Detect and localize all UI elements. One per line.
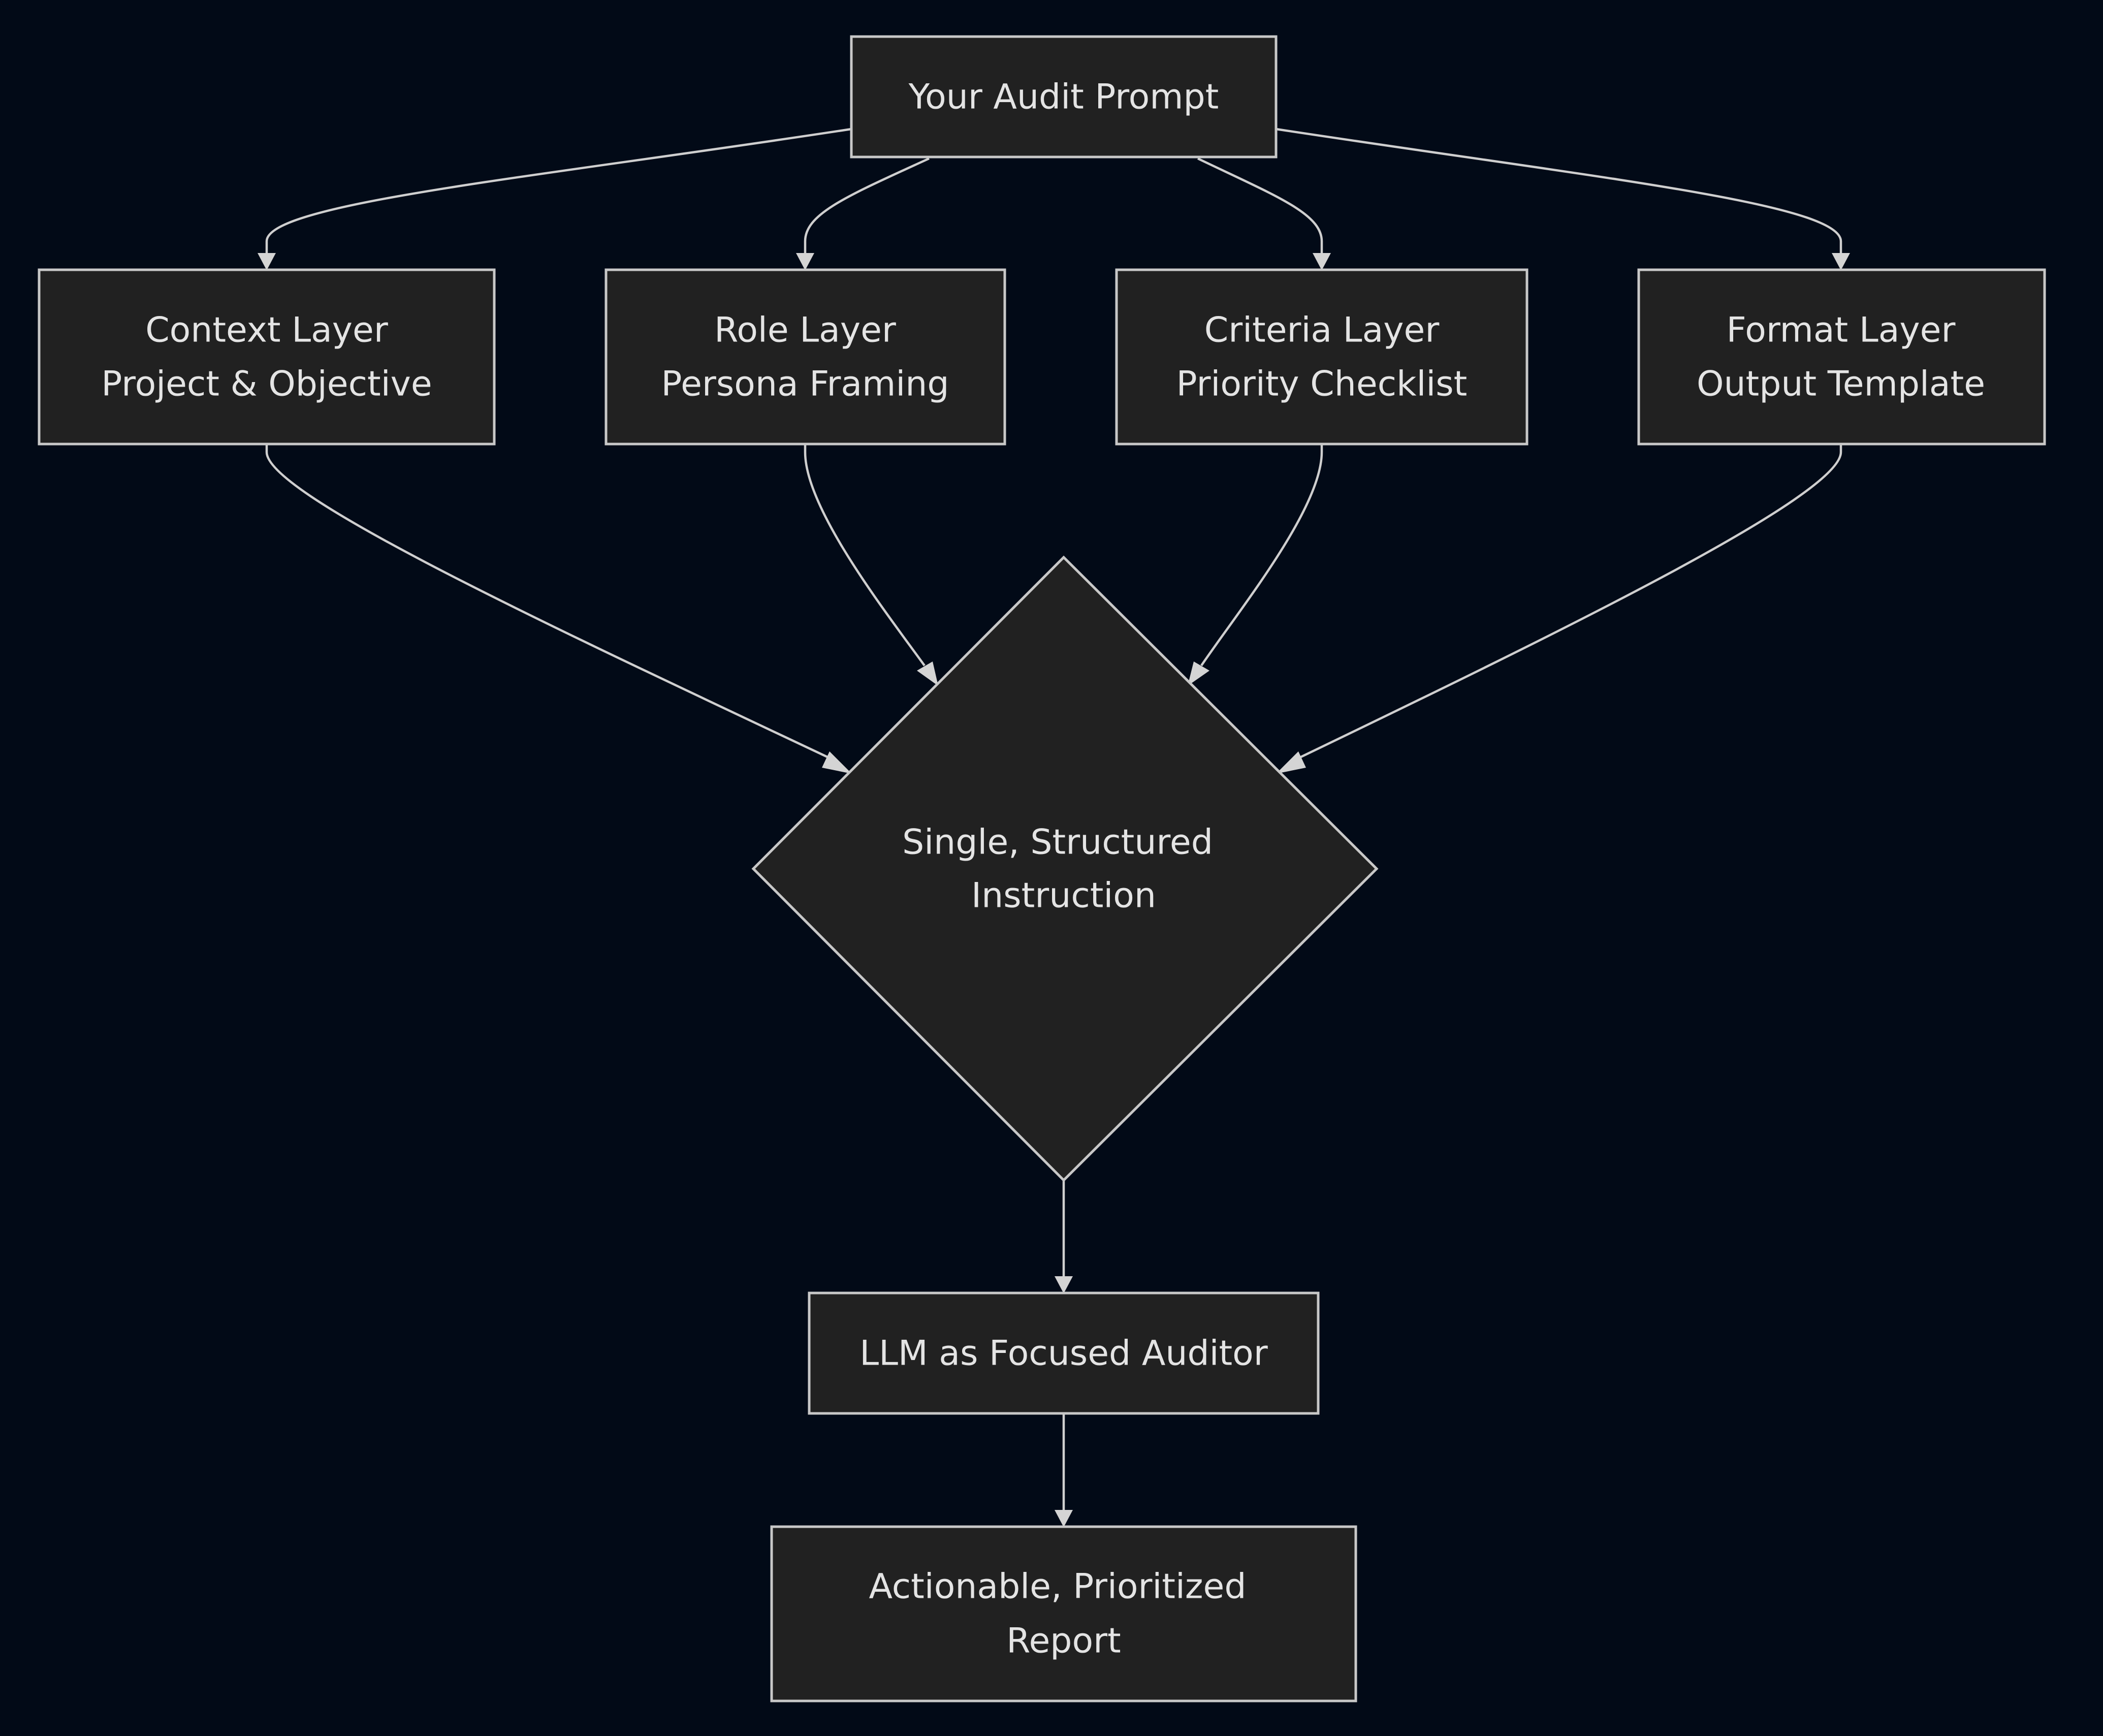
edge-context-to-instruction xyxy=(265,444,839,764)
node-label-line-1: Role Layer xyxy=(714,310,896,351)
node-box xyxy=(1115,268,1528,446)
edge-prompt-to-format xyxy=(1276,128,1842,257)
node-label-line-1: Single, Structured xyxy=(902,823,1213,863)
node-box xyxy=(1637,268,2046,446)
edge-criteria-to-instruction xyxy=(1200,444,1323,667)
node-box xyxy=(808,1291,1320,1415)
edge-role-to-instruction xyxy=(804,444,926,667)
arrowhead xyxy=(258,253,276,270)
node-criteria-layer[interactable]: Criteria Layer Priority Checklist xyxy=(1115,268,1528,446)
node-box xyxy=(850,35,1278,159)
node-role-layer[interactable]: Role Layer Persona Framing xyxy=(604,268,1006,446)
arrowhead xyxy=(822,751,852,774)
node-label-line-1: Actionable, Prioritized xyxy=(869,1567,1246,1607)
node-label-line-1: Criteria Layer xyxy=(1204,310,1440,351)
arrowhead xyxy=(796,253,814,270)
edge-prompt-to-context xyxy=(265,128,852,257)
node-box xyxy=(770,1525,1357,1702)
node-audit-prompt[interactable]: Your Audit Prompt xyxy=(850,35,1278,159)
edge-prompt-to-criteria xyxy=(1197,157,1323,257)
edge-prompt-to-role xyxy=(804,157,930,257)
node-format-layer[interactable]: Format Layer Output Template xyxy=(1637,268,2046,446)
edge-format-to-instruction xyxy=(1290,444,1842,764)
arrowhead xyxy=(1832,253,1850,270)
node-structured-instruction[interactable]: Single, Structured Instruction xyxy=(751,555,1379,1182)
node-box xyxy=(604,268,1006,446)
arrowhead xyxy=(1313,253,1331,270)
node-label-line-2: Report xyxy=(1006,1621,1121,1661)
node-context-layer[interactable]: Context Layer Project & Objective xyxy=(38,268,496,446)
node-label-line-2: Persona Framing xyxy=(661,364,949,404)
node-label: LLM as Focused Auditor xyxy=(859,1334,1268,1374)
node-label-line-2: Instruction xyxy=(971,876,1156,916)
node-label: Your Audit Prompt xyxy=(908,77,1219,117)
node-label-line-1: Context Layer xyxy=(145,310,388,351)
arrowhead xyxy=(1188,661,1209,686)
node-label-line-2: Output Template xyxy=(1697,364,1985,404)
node-llm-auditor[interactable]: LLM as Focused Auditor xyxy=(808,1291,1320,1415)
arrowhead xyxy=(917,661,938,686)
edges xyxy=(258,128,1850,1527)
arrowhead xyxy=(1276,751,1306,774)
node-report[interactable]: Actionable, Prioritized Report xyxy=(770,1525,1357,1702)
node-box xyxy=(38,268,496,446)
node-diamond-shape xyxy=(751,555,1379,1182)
node-label-line-2: Priority Checklist xyxy=(1176,364,1468,404)
node-label-line-1: Format Layer xyxy=(1727,310,1956,351)
arrowhead xyxy=(1055,1276,1073,1293)
arrowhead xyxy=(1055,1510,1073,1527)
node-label-line-2: Project & Objective xyxy=(101,364,432,404)
